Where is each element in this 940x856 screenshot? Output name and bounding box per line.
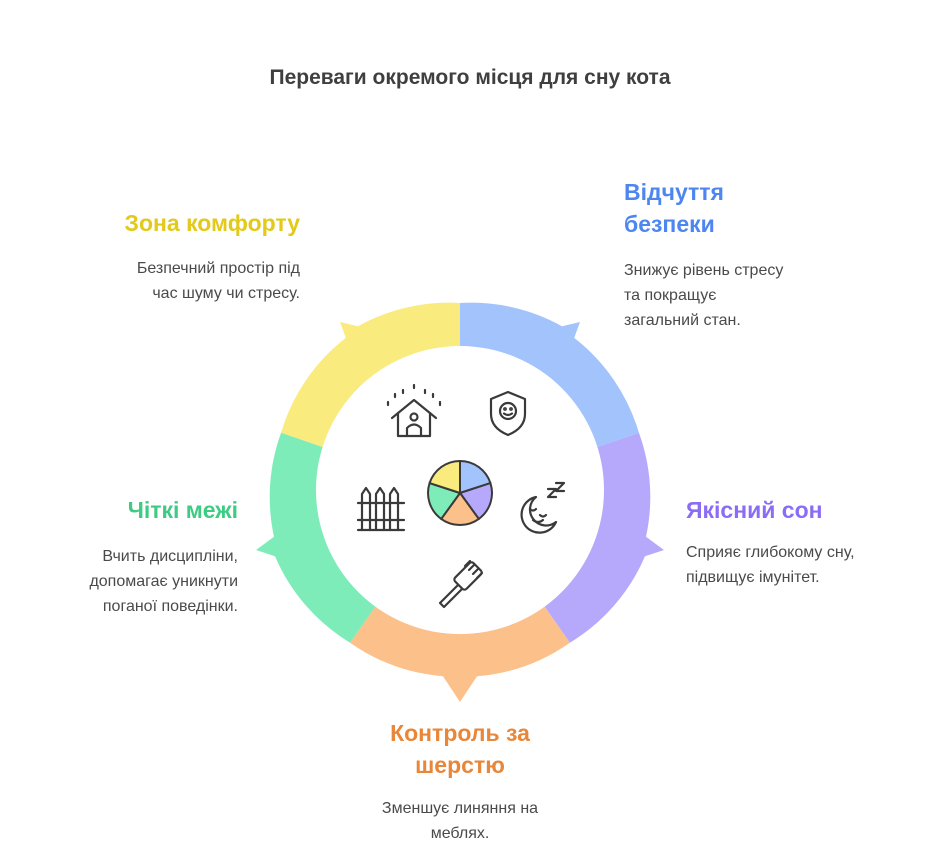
heading-boundaries: Чіткі межі — [127, 497, 238, 523]
desc-boundaries-line: допомагає уникнути — [89, 573, 238, 590]
desc-sleep: Сприяє глибокому сну, підвищує імунітет. — [686, 540, 926, 590]
house-rain-icon — [386, 383, 442, 438]
page-title: Переваги окремого місця для сну кота — [269, 66, 671, 89]
ring — [256, 302, 664, 702]
desc-safety: Знижує рівень стресу та покращує загальн… — [624, 258, 884, 333]
desc-comfort-line: Безпечний простір під — [136, 260, 300, 277]
desc-safety-line: та покращує — [624, 287, 717, 304]
pie-slice-comfort — [428, 459, 461, 495]
desc-boundaries: Вчить дисципліни, допомагає уникнути пог… — [20, 544, 238, 619]
center-pie — [427, 459, 493, 526]
ring-segment-sleep — [544, 432, 664, 643]
heading-fur: Контроль за шерстю — [330, 717, 590, 781]
desc-safety-line: Знижує рівень стресу — [624, 262, 784, 279]
desc-fur-line: меблях. — [430, 825, 490, 842]
desc-sleep-line: Сприяє глибокому сну, — [686, 544, 855, 561]
desc-sleep-line: підвищує імунітет. — [686, 569, 820, 586]
ring-segment-fur — [350, 606, 570, 702]
heading-fur-line: шерстю — [415, 752, 505, 778]
heading-comfort: Зона комфорту — [124, 210, 300, 236]
fence-icon — [356, 486, 406, 532]
desc-comfort-line: час шуму чи стресу. — [152, 285, 300, 302]
heading-safety-line: Відчуття — [624, 179, 724, 205]
heading-fur-line: Контроль за — [390, 720, 530, 746]
shield-face-icon — [489, 390, 527, 437]
desc-boundaries-line: Вчить дисципліни, — [102, 548, 238, 565]
moon-sleep-icon — [520, 481, 566, 534]
heading-safety-line: безпеки — [624, 211, 715, 237]
heading-sleep: Якісний сон — [686, 497, 823, 523]
ring-segment-boundaries — [256, 432, 376, 643]
heading-safety: Відчуття безпеки — [624, 176, 884, 240]
desc-fur: Зменшує линяння на меблях. — [330, 796, 590, 846]
desc-fur-line: Зменшує линяння на — [381, 800, 539, 817]
desc-comfort: Безпечний простір під час шуму чи стресу… — [60, 256, 300, 306]
desc-safety-line: загальний стан. — [624, 312, 741, 329]
desc-boundaries-line: поганої поведінки. — [102, 598, 238, 615]
ring-segment-comfort — [281, 302, 460, 448]
brush-icon — [438, 559, 484, 609]
ring-segment-safety — [460, 302, 639, 448]
